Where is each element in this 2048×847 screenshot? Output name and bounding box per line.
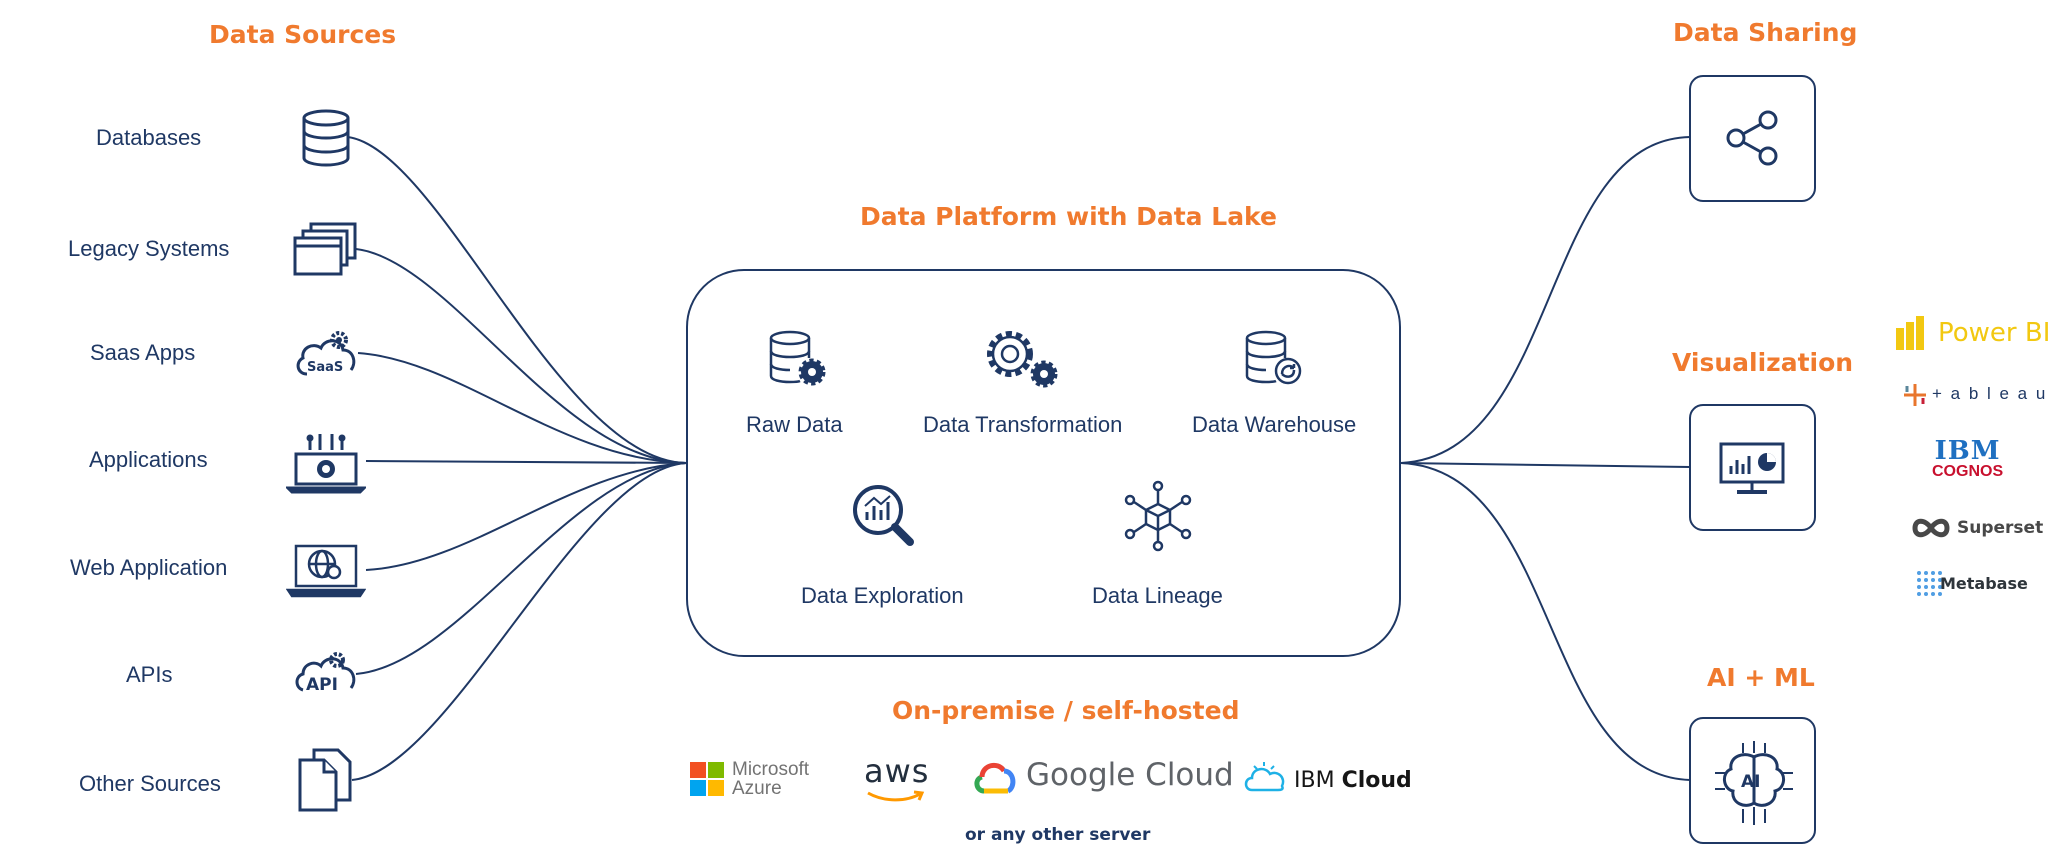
database-gear-icon bbox=[769, 330, 826, 386]
azure-text-azure: Azure bbox=[732, 778, 782, 799]
source-label-databases: Databases bbox=[96, 125, 202, 150]
wire-legacy bbox=[355, 248, 687, 464]
svg-text:API: API bbox=[306, 675, 338, 694]
wire-databases bbox=[347, 136, 687, 464]
wire-aiml bbox=[1400, 462, 1691, 781]
ai-brain-icon: AI bbox=[1715, 741, 1793, 825]
wire-applications bbox=[365, 460, 687, 464]
azure-text-microsoft: Microsoft bbox=[732, 759, 810, 780]
saas-cloud-icon: SaaS bbox=[296, 331, 356, 376]
platform-heading: Data Platform with Data Lake bbox=[860, 202, 1277, 231]
platform-label-raw-data: Raw Data bbox=[746, 412, 843, 437]
ibm-cognos-logo: IBM COGNOS bbox=[1932, 438, 2003, 480]
wire-apis bbox=[355, 462, 687, 675]
microsoft-squares-icon bbox=[690, 762, 724, 796]
svg-text:SaaS: SaaS bbox=[307, 360, 343, 375]
ibm-text: IBM bbox=[1934, 436, 2001, 466]
on-premise-heading: On-premise / self-hosted bbox=[892, 696, 1240, 725]
wire-saas bbox=[357, 352, 687, 464]
laptop-gear-icon bbox=[286, 434, 366, 494]
wire-sharing bbox=[1400, 136, 1691, 464]
gears-icon bbox=[987, 331, 1058, 388]
ibm-cloud-icon bbox=[1244, 762, 1285, 792]
ibm-cloud-text: IBM Cloud bbox=[1294, 768, 1412, 793]
ibm-cloud-prefix: IBM bbox=[1294, 768, 1335, 793]
powerbi-icon bbox=[1896, 316, 1924, 350]
documents-icon bbox=[298, 748, 352, 812]
source-label-apis: APIs bbox=[126, 662, 173, 687]
laptop-globe-icon bbox=[286, 544, 366, 598]
wire-web bbox=[365, 462, 687, 571]
aws-logo: aws bbox=[864, 752, 930, 802]
data-sharing-box bbox=[1689, 75, 1816, 202]
aws-text: aws bbox=[864, 752, 930, 790]
wire-visualization bbox=[1400, 462, 1691, 468]
data-sharing-heading: Data Sharing bbox=[1673, 18, 1858, 47]
ai-ml-heading: AI + ML bbox=[1707, 663, 1815, 692]
cube-network-icon bbox=[1124, 480, 1192, 552]
platform-label-exploration: Data Exploration bbox=[801, 583, 964, 608]
google-cloud-text: Google Cloud bbox=[1026, 757, 1234, 793]
metabase-text: Metabase bbox=[1940, 574, 2028, 593]
platform-label-transformation: Data Transformation bbox=[923, 412, 1123, 437]
aws-smile-icon bbox=[867, 790, 925, 802]
ai-ml-box: AI bbox=[1689, 717, 1816, 844]
google-cloud-icon bbox=[974, 762, 1016, 794]
tableau-icon bbox=[1904, 384, 1926, 406]
tableau-text: + a b l e a u bbox=[1932, 384, 2048, 403]
magnifier-chart-icon bbox=[853, 485, 914, 546]
monitor-chart-icon bbox=[1719, 442, 1785, 494]
superset-infinity-icon bbox=[1912, 518, 1950, 538]
database-icon bbox=[302, 109, 350, 167]
wire-other bbox=[351, 462, 687, 781]
superset-text: Superset bbox=[1957, 518, 2044, 538]
data-platform-box bbox=[686, 269, 1401, 657]
source-label-web: Web Application bbox=[70, 555, 228, 580]
share-icon bbox=[1726, 110, 1778, 166]
source-label-other: Other Sources bbox=[79, 771, 221, 796]
platform-label-lineage: Data Lineage bbox=[1092, 583, 1223, 608]
database-sync-icon bbox=[1245, 330, 1302, 385]
metabase-dots-icon bbox=[1917, 571, 1942, 596]
source-label-legacy: Legacy Systems bbox=[68, 236, 230, 261]
api-cloud-icon: API bbox=[295, 652, 356, 694]
ibm-cloud-suffix: Cloud bbox=[1341, 768, 1412, 793]
stacked-windows-icon bbox=[293, 222, 357, 276]
platform-label-warehouse: Data Warehouse bbox=[1192, 412, 1357, 437]
other-server-note: or any other server bbox=[965, 825, 1151, 845]
data-sources-heading: Data Sources bbox=[209, 20, 397, 49]
powerbi-text: Power BI bbox=[1938, 318, 2048, 348]
source-label-applications: Applications bbox=[89, 447, 208, 472]
source-label-saas: Saas Apps bbox=[90, 340, 196, 365]
visualization-heading: Visualization bbox=[1672, 348, 1854, 377]
visualization-box bbox=[1689, 404, 1816, 531]
svg-text:AI: AI bbox=[1741, 772, 1760, 792]
cognos-text: COGNOS bbox=[1932, 463, 2004, 480]
